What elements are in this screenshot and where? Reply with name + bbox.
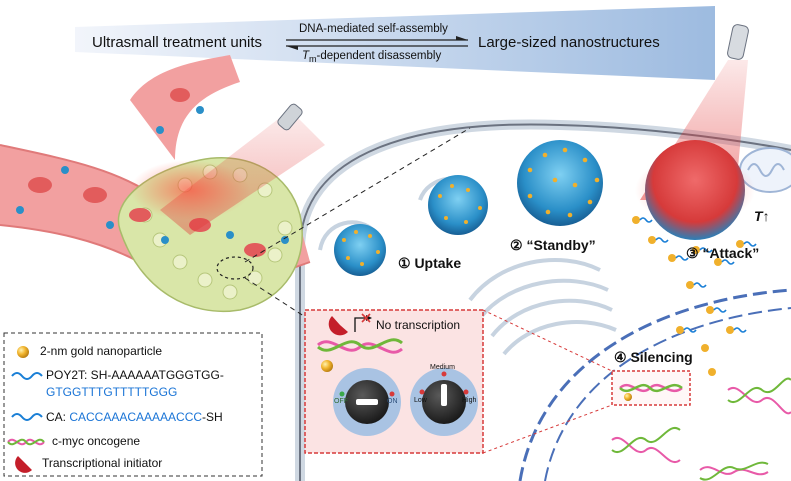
silencing-gold-particle xyxy=(624,393,632,401)
low-indicator-light xyxy=(419,389,425,395)
attack-nanostructure xyxy=(645,140,745,240)
step-attack-label: ③ “Attack” xyxy=(686,245,760,261)
magnified-region-outline xyxy=(216,256,254,280)
nuclear-envelope-inner xyxy=(544,307,791,481)
header-banner xyxy=(75,6,715,80)
reverse-process-label: Tm-dependent disassembly xyxy=(302,50,441,64)
medium-indicator-light xyxy=(441,371,447,377)
panel-initiator-icon xyxy=(328,316,348,336)
step-silencing-label: ④ Silencing xyxy=(614,349,693,365)
forward-arrow-head xyxy=(456,36,468,40)
reverse-process-text: -dependent disassembly xyxy=(316,50,442,62)
uptake-nanostructure-2 xyxy=(428,175,488,235)
reverse-arrow-head xyxy=(286,46,298,50)
no-transcription-label: No transcription xyxy=(376,318,461,332)
panel-dna-strand-2 xyxy=(317,338,403,352)
panel-link-top xyxy=(482,309,613,372)
legend-initiator-icon xyxy=(15,456,33,473)
legend-poy2t-icon xyxy=(11,372,43,380)
legend-ca-prefix: CA: xyxy=(46,410,70,424)
left-laser-spot xyxy=(130,160,250,220)
block-mark-icon xyxy=(361,313,371,323)
standby-gold-dots xyxy=(527,147,600,218)
switch-off-label: OFF xyxy=(334,398,348,405)
legend-gold-label: 2-nm gold nanoparticle xyxy=(40,344,163,358)
legend-gold-icon xyxy=(17,346,29,358)
uptake-gold-dots xyxy=(342,184,482,266)
legend-gene-icon-strand-2 xyxy=(7,438,45,446)
transcription-start-arrow xyxy=(354,317,366,332)
standby-nanostructure xyxy=(517,140,603,226)
on-indicator-light xyxy=(389,391,395,397)
zoom-line-top xyxy=(244,127,471,263)
legend-ca-label: CA: CACCAAACAAAAACCC-SH xyxy=(46,410,223,424)
nuclear-dna xyxy=(611,377,791,481)
blood-vessel-branch xyxy=(130,55,240,160)
panel-gold-particle xyxy=(321,360,333,372)
cell-membrane-edge xyxy=(299,123,791,481)
legend-poy2t-label: POY2T: SH-AAAAAATGGGTGG- xyxy=(46,368,224,382)
legend-box xyxy=(3,332,263,477)
dial-low-label: Low xyxy=(414,397,427,404)
nanoparticles-in-vessel xyxy=(16,106,289,244)
silenced-dna-strand-2 xyxy=(619,383,683,393)
legend-initiator-label: Transcriptional initiator xyxy=(42,456,163,470)
dial-high-label: High xyxy=(462,397,477,404)
endoplasmic-reticulum xyxy=(468,258,617,356)
right-laser-icon xyxy=(727,24,749,60)
legend-ca-icon xyxy=(11,413,43,421)
legend-poy2t-sequence: GTGGTTTGTTTTTGGG xyxy=(46,385,178,399)
nuclear-envelope-outer xyxy=(518,288,791,481)
step-standby-label: ② “Standby” xyxy=(510,237,596,253)
panel-link-bottom xyxy=(482,404,613,454)
legend-ca-sequence: CACCAAACAAAAACCC xyxy=(69,410,203,424)
forward-process-label: DNA-mediated self-assembly xyxy=(299,23,448,35)
dial-medium-label: Medium xyxy=(430,364,455,371)
legend-gene-label: c-myc oncogene xyxy=(52,434,141,448)
temperature-up-arrow: ↑ xyxy=(762,208,770,224)
header-right-label: Large-sized nanostructures xyxy=(478,34,660,51)
header-left-label: Ultrasmall treatment units xyxy=(92,34,263,51)
step-uptake-label: ① Uptake xyxy=(398,255,462,271)
level-dial-pointer xyxy=(441,384,447,406)
switch-on-label: ON xyxy=(387,398,398,405)
temperature-rise-label: T↑ xyxy=(754,208,770,224)
high-indicator-light xyxy=(463,389,469,395)
uptake-nanostructure-1 xyxy=(334,224,386,276)
legend-ca-suffix: -SH xyxy=(202,410,223,424)
panel-dna-strand-1 xyxy=(317,340,403,354)
off-indicator-light xyxy=(339,391,345,397)
zoom-line-bottom xyxy=(244,277,311,321)
melting-temperature-symbol: T xyxy=(302,50,310,62)
melting-temperature-subscript: m xyxy=(309,54,317,64)
left-laser-icon xyxy=(277,103,303,131)
released-units xyxy=(632,216,757,376)
temperature-symbol: T xyxy=(754,208,763,224)
on-off-switch-indicator xyxy=(356,399,378,405)
